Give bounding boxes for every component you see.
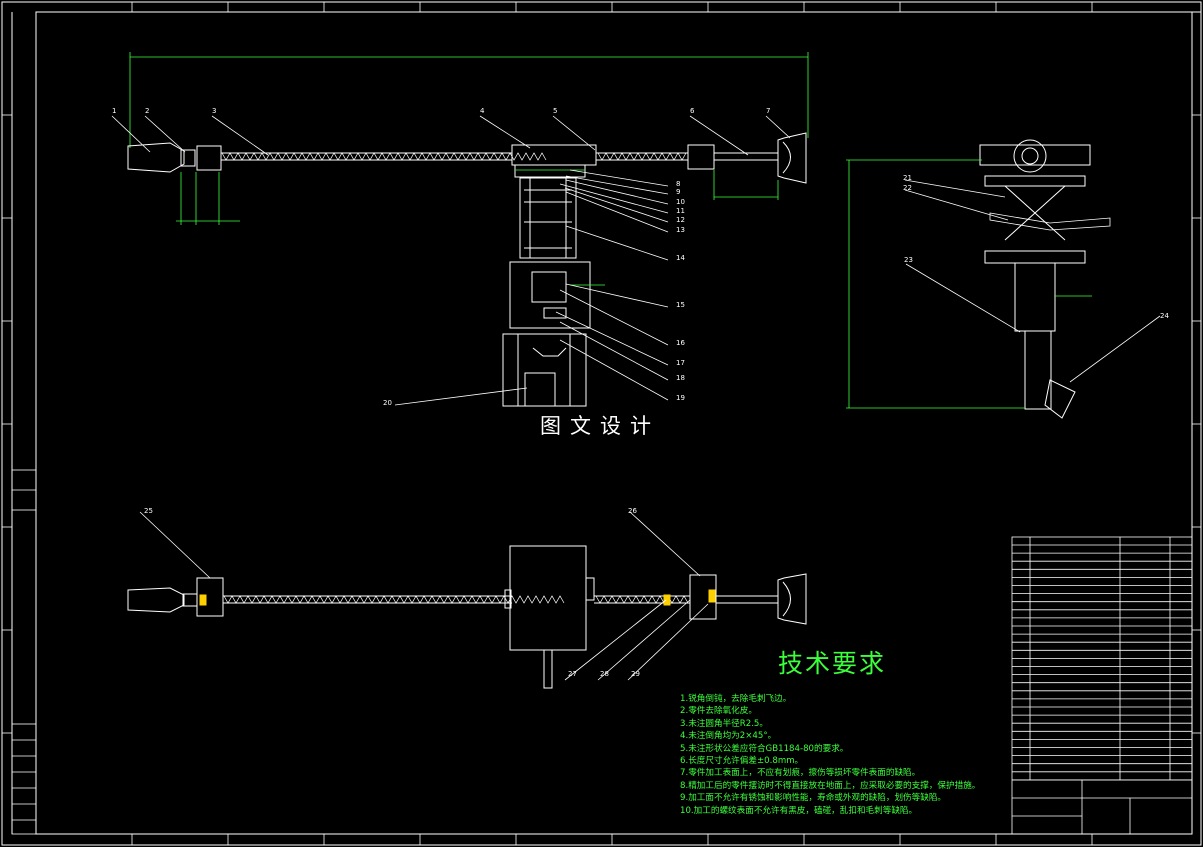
- balloon-label: 11: [676, 207, 685, 215]
- revision-block: [11, 469, 37, 835]
- tech-note: 10.加工的螺纹表面不允许有黑皮，磕碰，乱扣和毛刺等缺陷。: [680, 805, 918, 816]
- tech-note: 3.未注圆角半径R2.5。: [680, 718, 768, 729]
- balloon-label: 14: [676, 254, 685, 262]
- balloon-label: 20: [383, 399, 392, 407]
- tech-requirements-title: 技术要求: [778, 649, 887, 678]
- balloon-label: 24: [1160, 312, 1169, 320]
- balloon-label: 17: [676, 359, 685, 367]
- tech-note: 4.未注倒角均为2×45°。: [680, 731, 777, 742]
- balloon-label: 23: [904, 256, 913, 264]
- balloon-label: 15: [676, 301, 685, 309]
- tech-note: 5.未注形状公差应符合GB1184-80的要求。: [680, 743, 849, 754]
- tech-note: 6.长度尺寸允许偏差±0.8mm。: [680, 756, 804, 767]
- top-view: [127, 511, 807, 689]
- balloon-label: 22: [903, 184, 912, 192]
- balloon-label: 19: [676, 394, 685, 402]
- balloon-label: 16: [676, 339, 685, 347]
- balloon-label: 3: [212, 107, 216, 115]
- watermark-text: 图文设计: [540, 414, 660, 438]
- balloon-label: 26: [628, 507, 637, 515]
- tech-note: 9.加工面不允许有锈蚀和影响性能，寿命或外观的缺陷，划伤等缺陷。: [680, 793, 947, 804]
- balloon-label: 29: [631, 670, 640, 678]
- parts-list-table: [1011, 536, 1193, 835]
- tech-note: 1.锐角倒钝，去除毛刺飞边。: [680, 694, 792, 704]
- balloon-label: 12: [676, 216, 685, 224]
- tech-note: 7.零件加工表面上，不应有划痕，擦伤等损坏零件表面的缺陷。: [680, 768, 921, 779]
- balloon-label: 10: [676, 198, 685, 206]
- balloon-label: 18: [676, 374, 685, 382]
- balloon-label: 27: [568, 670, 577, 678]
- tech-note: 2.零件去除氧化皮。: [680, 706, 757, 717]
- balloon-label: 25: [144, 507, 153, 515]
- top-balloons: 25 26 27 28 29: [144, 507, 640, 678]
- side-balloons: 21 22 23 24: [903, 174, 1169, 320]
- balloon-label: 1: [112, 107, 116, 115]
- tech-requirements-list: 1.锐角倒钝，去除毛刺飞边。 2.零件去除氧化皮。 3.未注圆角半径R2.5。 …: [680, 693, 980, 817]
- balloon-label: 4: [480, 107, 485, 115]
- balloon-label: 2: [145, 107, 149, 115]
- balloon-label: 8: [676, 180, 680, 188]
- balloon-label: 13: [676, 226, 685, 234]
- balloon-label: 5: [553, 107, 557, 115]
- front-view: [111, 52, 809, 407]
- side-view: [846, 139, 1161, 419]
- balloon-label: 21: [903, 174, 912, 182]
- balloon-label: 28: [600, 670, 609, 678]
- balloon-label: 9: [676, 188, 680, 196]
- balloon-label: 7: [766, 107, 770, 115]
- balloon-label: 6: [690, 107, 695, 115]
- tech-note: 8.精加工后的零件摆访时不得直接放在地面上，应采取必要的支撑，保护措施。: [680, 780, 981, 791]
